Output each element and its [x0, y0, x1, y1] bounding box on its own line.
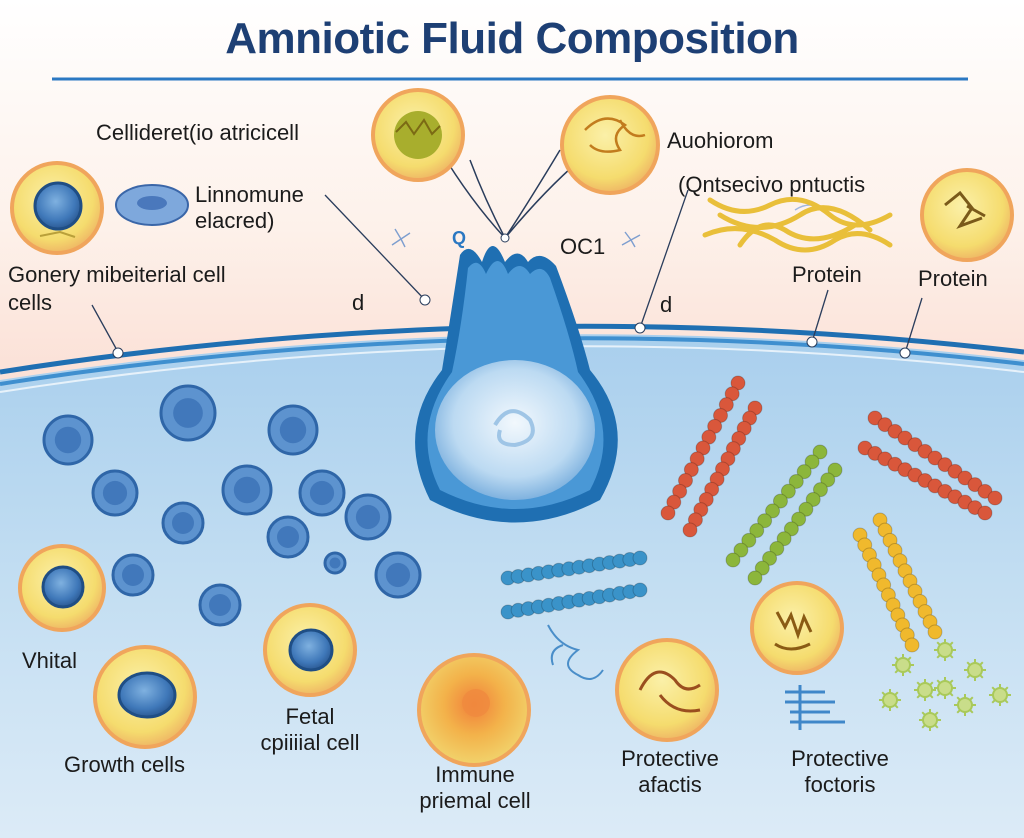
label-gonery: Gonery mibeiterial cell	[8, 262, 226, 287]
amniotic-sac: Q	[415, 228, 618, 523]
leader-lines	[91, 189, 923, 354]
blood-cell	[266, 515, 310, 559]
cell-fetal	[263, 603, 357, 697]
label-elacred: elacred)	[195, 208, 275, 233]
label-protein-mid: Protein	[792, 262, 862, 287]
blood-cells	[42, 384, 422, 627]
virus-particle	[934, 639, 956, 661]
molecule-strand	[547, 624, 604, 680]
blood-cell	[159, 384, 217, 442]
chain-red-2	[682, 400, 763, 538]
blood-cell	[323, 551, 347, 575]
cell-protective-foctoris	[750, 581, 844, 675]
amniotic-fluid	[0, 334, 1024, 838]
label-protective-a: Protective	[621, 746, 719, 771]
label-immune-cell: priemal cell	[419, 788, 531, 813]
cell-immune	[417, 653, 531, 767]
label-protective-f: Protective	[791, 746, 889, 771]
cell-growth	[93, 645, 197, 749]
blue-disc-cell	[115, 184, 189, 226]
label-oc1: OC1	[560, 234, 606, 259]
cell-vhital	[18, 544, 106, 632]
blood-cell	[374, 551, 422, 599]
label-protein-right: Protein	[918, 266, 988, 291]
blood-cell	[298, 469, 346, 517]
chain-red-1	[660, 375, 746, 521]
virus-particle	[989, 684, 1011, 706]
chain-yellow-1	[872, 512, 943, 640]
chain-green-2	[747, 462, 843, 586]
virus-particle	[954, 694, 976, 716]
blood-cell	[42, 414, 94, 466]
blood-cell	[221, 464, 273, 516]
cell-protective-afactis	[615, 638, 719, 742]
blood-cell	[267, 404, 319, 456]
label-fetal-cell: cpiiiial cell	[260, 730, 360, 755]
top-cell-left	[371, 88, 465, 182]
virus-particle	[892, 654, 914, 676]
label-afactis: afactis	[638, 772, 702, 797]
label-fetal: Fetal	[285, 704, 335, 729]
virus-particle	[919, 709, 941, 731]
label-immune: Immune	[435, 762, 515, 787]
chain-red-3	[867, 410, 1003, 506]
diagram-title: Amniotic Fluid Composition	[225, 14, 799, 63]
virus-particle	[879, 689, 901, 711]
antibody-marks	[785, 685, 845, 730]
label-d-left: d	[352, 290, 365, 315]
blood-cell	[344, 493, 392, 541]
top-cell-right	[560, 95, 660, 195]
blood-cell	[198, 583, 242, 627]
chain-green-1	[725, 444, 828, 568]
label-foctoris: foctoris	[804, 772, 876, 797]
virus-particles	[879, 639, 1011, 731]
blood-cell	[161, 501, 205, 545]
cell-top-far-right	[920, 168, 1014, 262]
protein-fibers	[702, 196, 893, 253]
protein-chains	[500, 375, 1003, 653]
chain-red-4	[857, 440, 993, 521]
blood-cell	[91, 469, 139, 517]
chain-blue-1	[500, 550, 648, 586]
virus-particle	[934, 677, 956, 699]
label-vhital: Vhital	[22, 648, 78, 673]
svg-text:Q: Q	[452, 228, 466, 248]
leader-dots	[112, 294, 911, 359]
label-linnomune: Linnomune	[195, 182, 304, 207]
label-growth-cells: Growth cells	[64, 752, 186, 777]
label-qntsecivo: (Qntsecivo pntuctis	[678, 172, 866, 197]
small-organisms	[391, 204, 826, 248]
virus-particle	[964, 659, 986, 681]
virus-particle	[914, 679, 936, 701]
blood-cell	[111, 553, 155, 597]
chain-blue-2	[500, 582, 648, 620]
label-cells: cells	[8, 290, 53, 315]
chain-yellow-2	[852, 527, 920, 653]
cell-top-far-left	[10, 161, 104, 255]
label-d-right: d	[660, 292, 673, 317]
label-cellideret: Cellideret(io atricicell	[96, 120, 299, 145]
label-auohiorom: Auohiorom	[667, 128, 774, 153]
